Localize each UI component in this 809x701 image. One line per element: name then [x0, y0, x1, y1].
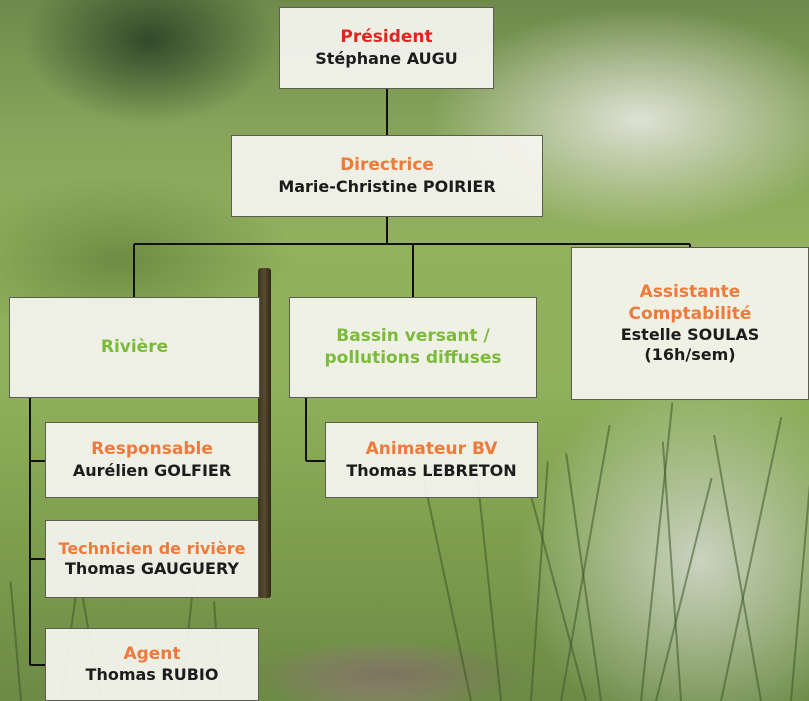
bassin-box: Bassin versant / pollutions diffuses	[289, 297, 537, 398]
assistante-name: Estelle SOULAS	[620, 324, 760, 344]
directrice-box: Directrice Marie-Christine POIRIER	[231, 135, 543, 217]
bassin-label-line2: pollutions diffuses	[324, 347, 502, 368]
assistante-box: Assistante Comptabilité Estelle SOULAS (…	[571, 247, 809, 400]
bassin-label-line1: Bassin versant /	[336, 326, 490, 347]
directrice-name: Marie-Christine POIRIER	[278, 176, 496, 196]
wooden-post	[258, 268, 271, 598]
riviere-label: Rivière	[100, 336, 169, 357]
agent-name: Thomas RUBIO	[85, 665, 219, 685]
responsable-role: Responsable	[91, 439, 213, 460]
technicien-box: Technicien de rivière Thomas GAUGUERY	[45, 520, 259, 598]
riviere-box: Rivière	[9, 297, 260, 398]
agent-role: Agent	[123, 643, 181, 664]
assistante-hours: (16h/sem)	[644, 344, 736, 364]
animateur-box: Animateur BV Thomas LEBRETON	[325, 422, 538, 498]
technicien-role: Technicien de rivière	[58, 539, 246, 558]
president-box: Président Stéphane AUGU	[279, 7, 494, 89]
responsable-box: Responsable Aurélien GOLFIER	[45, 422, 259, 498]
technicien-name: Thomas GAUGUERY	[65, 559, 239, 578]
president-name: Stéphane AUGU	[315, 48, 458, 68]
assistante-role-line2: Comptabilité	[628, 303, 752, 324]
agent-box: Agent Thomas RUBIO	[45, 628, 259, 701]
directrice-role: Directrice	[340, 155, 434, 176]
stream-water	[240, 640, 540, 701]
animateur-role: Animateur BV	[365, 439, 498, 460]
responsable-name: Aurélien GOLFIER	[72, 460, 232, 480]
animateur-name: Thomas LEBRETON	[346, 460, 517, 480]
assistante-role-line1: Assistante	[639, 282, 741, 303]
president-role: Président	[340, 27, 433, 48]
